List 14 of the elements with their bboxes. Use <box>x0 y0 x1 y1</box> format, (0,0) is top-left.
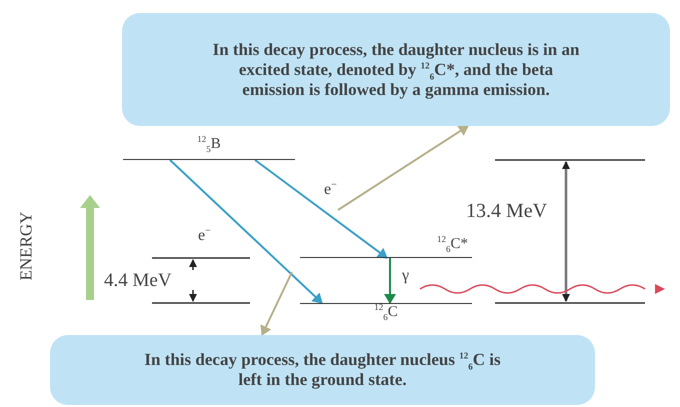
callout-text: In this decay process, the daughter nucleus $^{12}$$_{6}$C is left in the ground state. <box>143 350 502 390</box>
energy-level <box>300 236 472 258</box>
callout-text: In this decay process, the daughter nucleus is in an excited state, denoted by $^{12}$$_{6}$C*, and the beta emission is followed by a gamma emission. <box>212 40 580 100</box>
arrow <box>384 258 396 304</box>
callout-box <box>122 13 670 126</box>
arrow <box>169 159 323 304</box>
leader-line <box>337 125 469 211</box>
leader-line <box>260 272 293 336</box>
callout-box <box>50 335 595 405</box>
energy-gap-label: 4.4 MeV <box>104 270 172 292</box>
arrow <box>254 159 388 259</box>
energy-level <box>123 136 295 160</box>
energy-gap-label: 13.4 MeV <box>466 200 548 223</box>
axis-label: ENERGY <box>16 212 36 280</box>
